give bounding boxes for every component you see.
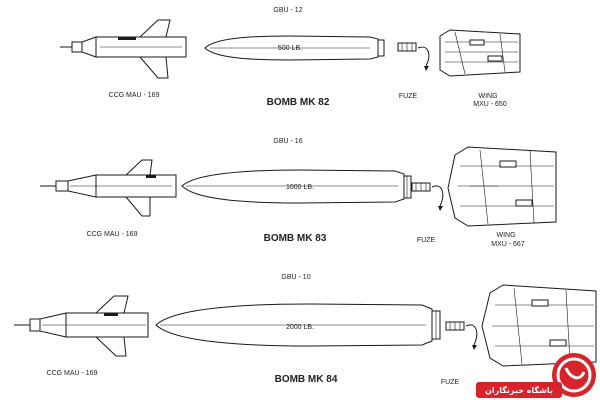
guidance-section (40, 159, 177, 217)
bomb-weight: 1000 LB. (286, 184, 314, 191)
bomb-weight: 2000 LB. (286, 324, 314, 331)
row-title: GBU - 12 (273, 7, 302, 14)
row-title: GBU - 10 (281, 274, 310, 281)
row-gbu-16: GBU - 16 CCG MAU - 169 1000 LB. BOMB MK … (40, 138, 557, 248)
fuze (445, 321, 478, 350)
bomb-body (181, 169, 412, 204)
fuze (397, 42, 430, 71)
guidance-label: CCG MAU - 169 (87, 231, 138, 238)
row-gbu-12: GBU - 12 CCG MAU - 169 500 LB. BOMB MK 8… (60, 7, 521, 108)
row-title: GBU - 16 (273, 138, 302, 145)
wing-assembly (481, 284, 597, 367)
bomb-label: BOMB MK 84 (275, 374, 338, 385)
guidance-label: CCG MAU - 169 (109, 92, 160, 99)
fuze (411, 182, 444, 211)
watermark-logo: باشگاه خبرنگاران (476, 353, 596, 398)
watermark-text: باشگاه خبرنگاران (485, 385, 553, 395)
wing-label-1: WING (496, 232, 515, 239)
fuze-label: FUZE (399, 93, 418, 100)
wing-label-1: WING (478, 93, 497, 100)
guidance-label: CCG MAU - 169 (47, 370, 98, 377)
bomb-label: BOMB MK 83 (264, 233, 327, 244)
fuze-label: FUZE (441, 379, 460, 386)
wing-assembly (439, 29, 521, 77)
guidance-section (60, 19, 187, 79)
wing-label-2: MXU - 667 (491, 241, 525, 248)
bomb-weight: 500 LB. (278, 45, 302, 52)
bomb-label: BOMB MK 82 (267, 97, 330, 108)
wing-assembly (447, 146, 557, 227)
row-gbu-10: GBU - 10 CCG MAU - 169 2000 LB. BOMB MK … (14, 274, 597, 386)
bomb-body (204, 35, 385, 61)
bomb-body (155, 303, 441, 347)
guidance-section (14, 295, 149, 357)
fuze-label: FUZE (417, 237, 436, 244)
wing-label-2: MXU - 650 (473, 101, 507, 108)
